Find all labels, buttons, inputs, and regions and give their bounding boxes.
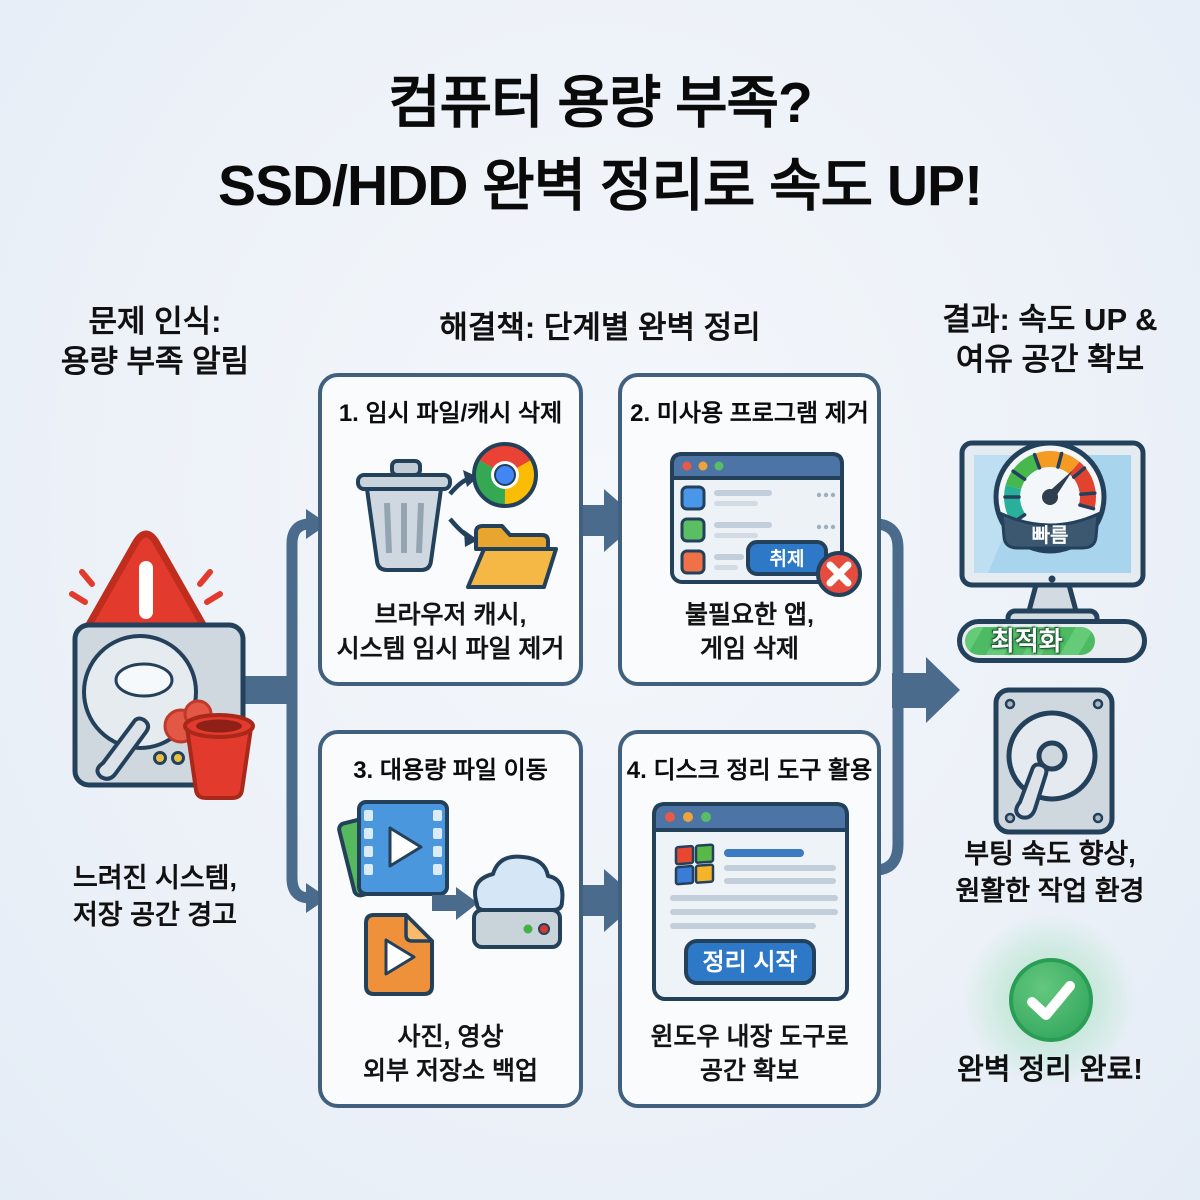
arrow-to-chrome	[448, 470, 478, 496]
trash-can-icon	[356, 459, 452, 572]
hdd-led	[171, 751, 185, 765]
window-dot-orange	[698, 461, 708, 471]
step4-caption-line2: 공간 확보	[700, 1057, 799, 1085]
step4-box: 4. 디스크 정리 도구 활용 정리 시작 윈도우 내	[618, 730, 881, 1108]
window-dot-red	[682, 461, 692, 471]
arrowhead-to-result	[926, 657, 960, 723]
step3-box: 3. 대용량 파일 이동 사진, 영상 외부 저장소 백업	[318, 730, 583, 1108]
problem-header: 문제 인식: 용량 부족 알림	[20, 302, 290, 382]
backup-arrow-icon	[432, 887, 478, 920]
arrow-to-folder	[448, 517, 478, 547]
step3-caption-line2: 외부 저장소 백업	[363, 1057, 538, 1085]
speedometer-icon: 빠름	[993, 440, 1107, 554]
step1-title: 1. 임시 파일/캐시 삭제	[338, 400, 563, 427]
result-header-line1: 결과: 속도 UP &	[942, 302, 1158, 337]
step4-caption: 윈도우 내장 도구로 공간 확보	[622, 1020, 877, 1088]
problem-header-line1: 문제 인식:	[88, 304, 222, 339]
result-header: 결과: 속도 UP & 여유 공간 확보	[910, 300, 1190, 380]
start-cleanup-button-label: 정리 시작	[703, 949, 798, 976]
flow-connector-left	[238, 509, 328, 913]
progress-fill	[965, 627, 1095, 655]
chrome-icon	[472, 442, 538, 508]
window-dot-red	[665, 812, 675, 822]
step2-caption: 불필요한 앱, 게임 삭제	[622, 598, 877, 666]
final-caption: 완벽 정리 완료!	[915, 1052, 1185, 1089]
gauge-label: 빠름	[1032, 524, 1069, 547]
window-dot-green	[701, 812, 711, 822]
step2-box: 2. 미사용 프로그램 제거 취제	[618, 373, 881, 686]
result-header-line2: 여유 공간 확보	[955, 342, 1145, 377]
step3-title: 3. 대용량 파일 이동	[353, 757, 548, 784]
start-cleanup-button[interactable]: 정리 시작	[684, 939, 816, 985]
solution-header-text: 해결책: 단계별 완벽 정리	[439, 310, 761, 345]
problem-header-line2: 용량 부족 알림	[60, 344, 250, 379]
step1-illustration	[356, 442, 558, 589]
uninstall-button-label: 취제	[770, 548, 805, 570]
media-file-icon	[364, 913, 434, 996]
uninstall-button[interactable]: 취제	[746, 540, 828, 576]
step1-box: 1. 임시 파일/캐시 삭제	[318, 373, 583, 686]
drive-led-green	[523, 924, 533, 934]
storage-warning-illustration	[69, 530, 255, 800]
step3-caption-line1: 사진, 영상	[397, 1023, 504, 1051]
problem-caption: 느려진 시스템, 저장 공간 경고	[20, 860, 290, 934]
alert-emphasis-dashes	[69, 569, 223, 605]
result-caption: 부팅 속도 향상, 원활한 작업 환경	[915, 836, 1185, 910]
cloud-storage-icon	[472, 854, 565, 949]
flow-connector-right	[877, 518, 960, 876]
step1-caption-line2: 시스템 임시 파일 제거	[336, 635, 565, 663]
problem-caption-line1: 느려진 시스템,	[72, 863, 238, 893]
step3-illustration	[337, 800, 565, 996]
gauge-banner	[1000, 511, 1100, 550]
drive-led-red	[538, 923, 550, 935]
arrowhead-to-step1	[306, 509, 328, 539]
hdd-led	[153, 751, 167, 765]
window-dot-orange	[683, 812, 693, 822]
result-caption-line1: 부팅 속도 향상,	[964, 839, 1136, 869]
folder-icon	[466, 524, 558, 589]
step1-caption-line1: 브라우저 캐시,	[374, 601, 527, 629]
step2-caption-line1: 불필요한 앱,	[685, 601, 814, 629]
step2-caption-line2: 게임 삭제	[700, 635, 799, 663]
step4-illustration: 정리 시작	[652, 802, 849, 1001]
step2-title: 2. 미사용 프로그램 제거	[630, 400, 869, 427]
windows-logo-icon	[674, 843, 715, 886]
solution-header: 해결책: 단계별 완벽 정리	[350, 308, 850, 348]
step2-illustration: 취제	[670, 452, 862, 597]
final-caption-text: 완벽 정리 완료!	[957, 1054, 1143, 1086]
problem-caption-line2: 저장 공간 경고	[72, 900, 238, 930]
page-title-line2: SSD/HDD 완벽 정리로 속도 UP!	[217, 154, 983, 218]
window-dot-green	[714, 461, 724, 471]
connector-stub	[238, 676, 290, 704]
red-trash-bin-icon	[183, 713, 255, 800]
step4-title: 4. 디스크 정리 도구 활용	[626, 757, 873, 784]
clean-hdd-icon	[993, 687, 1115, 835]
step1-caption: 브라우저 캐시, 시스템 임시 파일 제거	[322, 598, 579, 666]
video-film-icon	[357, 800, 449, 896]
progress-label: 최적화	[990, 625, 1063, 656]
step3-caption: 사진, 영상 외부 저장소 백업	[322, 1020, 579, 1088]
fast-monitor-illustration: 빠름	[959, 440, 1146, 629]
delete-x-icon	[816, 551, 862, 597]
page-title: 컴퓨터 용량 부족? SSD/HDD 완벽 정리로 속도 UP!	[0, 62, 1200, 228]
arrowhead-to-step3	[306, 883, 328, 913]
optimization-progress-bar: 최적화	[957, 619, 1147, 663]
step4-caption-line1: 윈도우 내장 도구로	[650, 1023, 849, 1051]
success-check-icon	[1009, 958, 1093, 1042]
result-caption-line2: 원활한 작업 환경	[955, 876, 1145, 906]
page-title-line1: 컴퓨터 용량 부족?	[388, 71, 813, 135]
